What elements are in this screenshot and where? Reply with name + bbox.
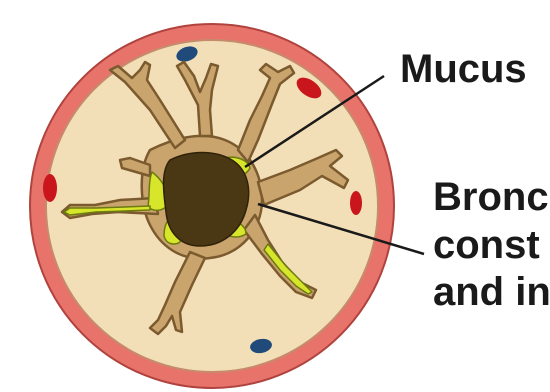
blood-vessel-red-icon	[43, 174, 57, 202]
mucus-label: Mucus	[400, 47, 527, 91]
constriction-label-line-3: and in	[433, 270, 550, 314]
blood-vessel-red-icon	[350, 191, 362, 215]
constriction-label-line-1: Bronc	[433, 175, 549, 219]
constriction-label-line-2: const	[433, 223, 540, 267]
